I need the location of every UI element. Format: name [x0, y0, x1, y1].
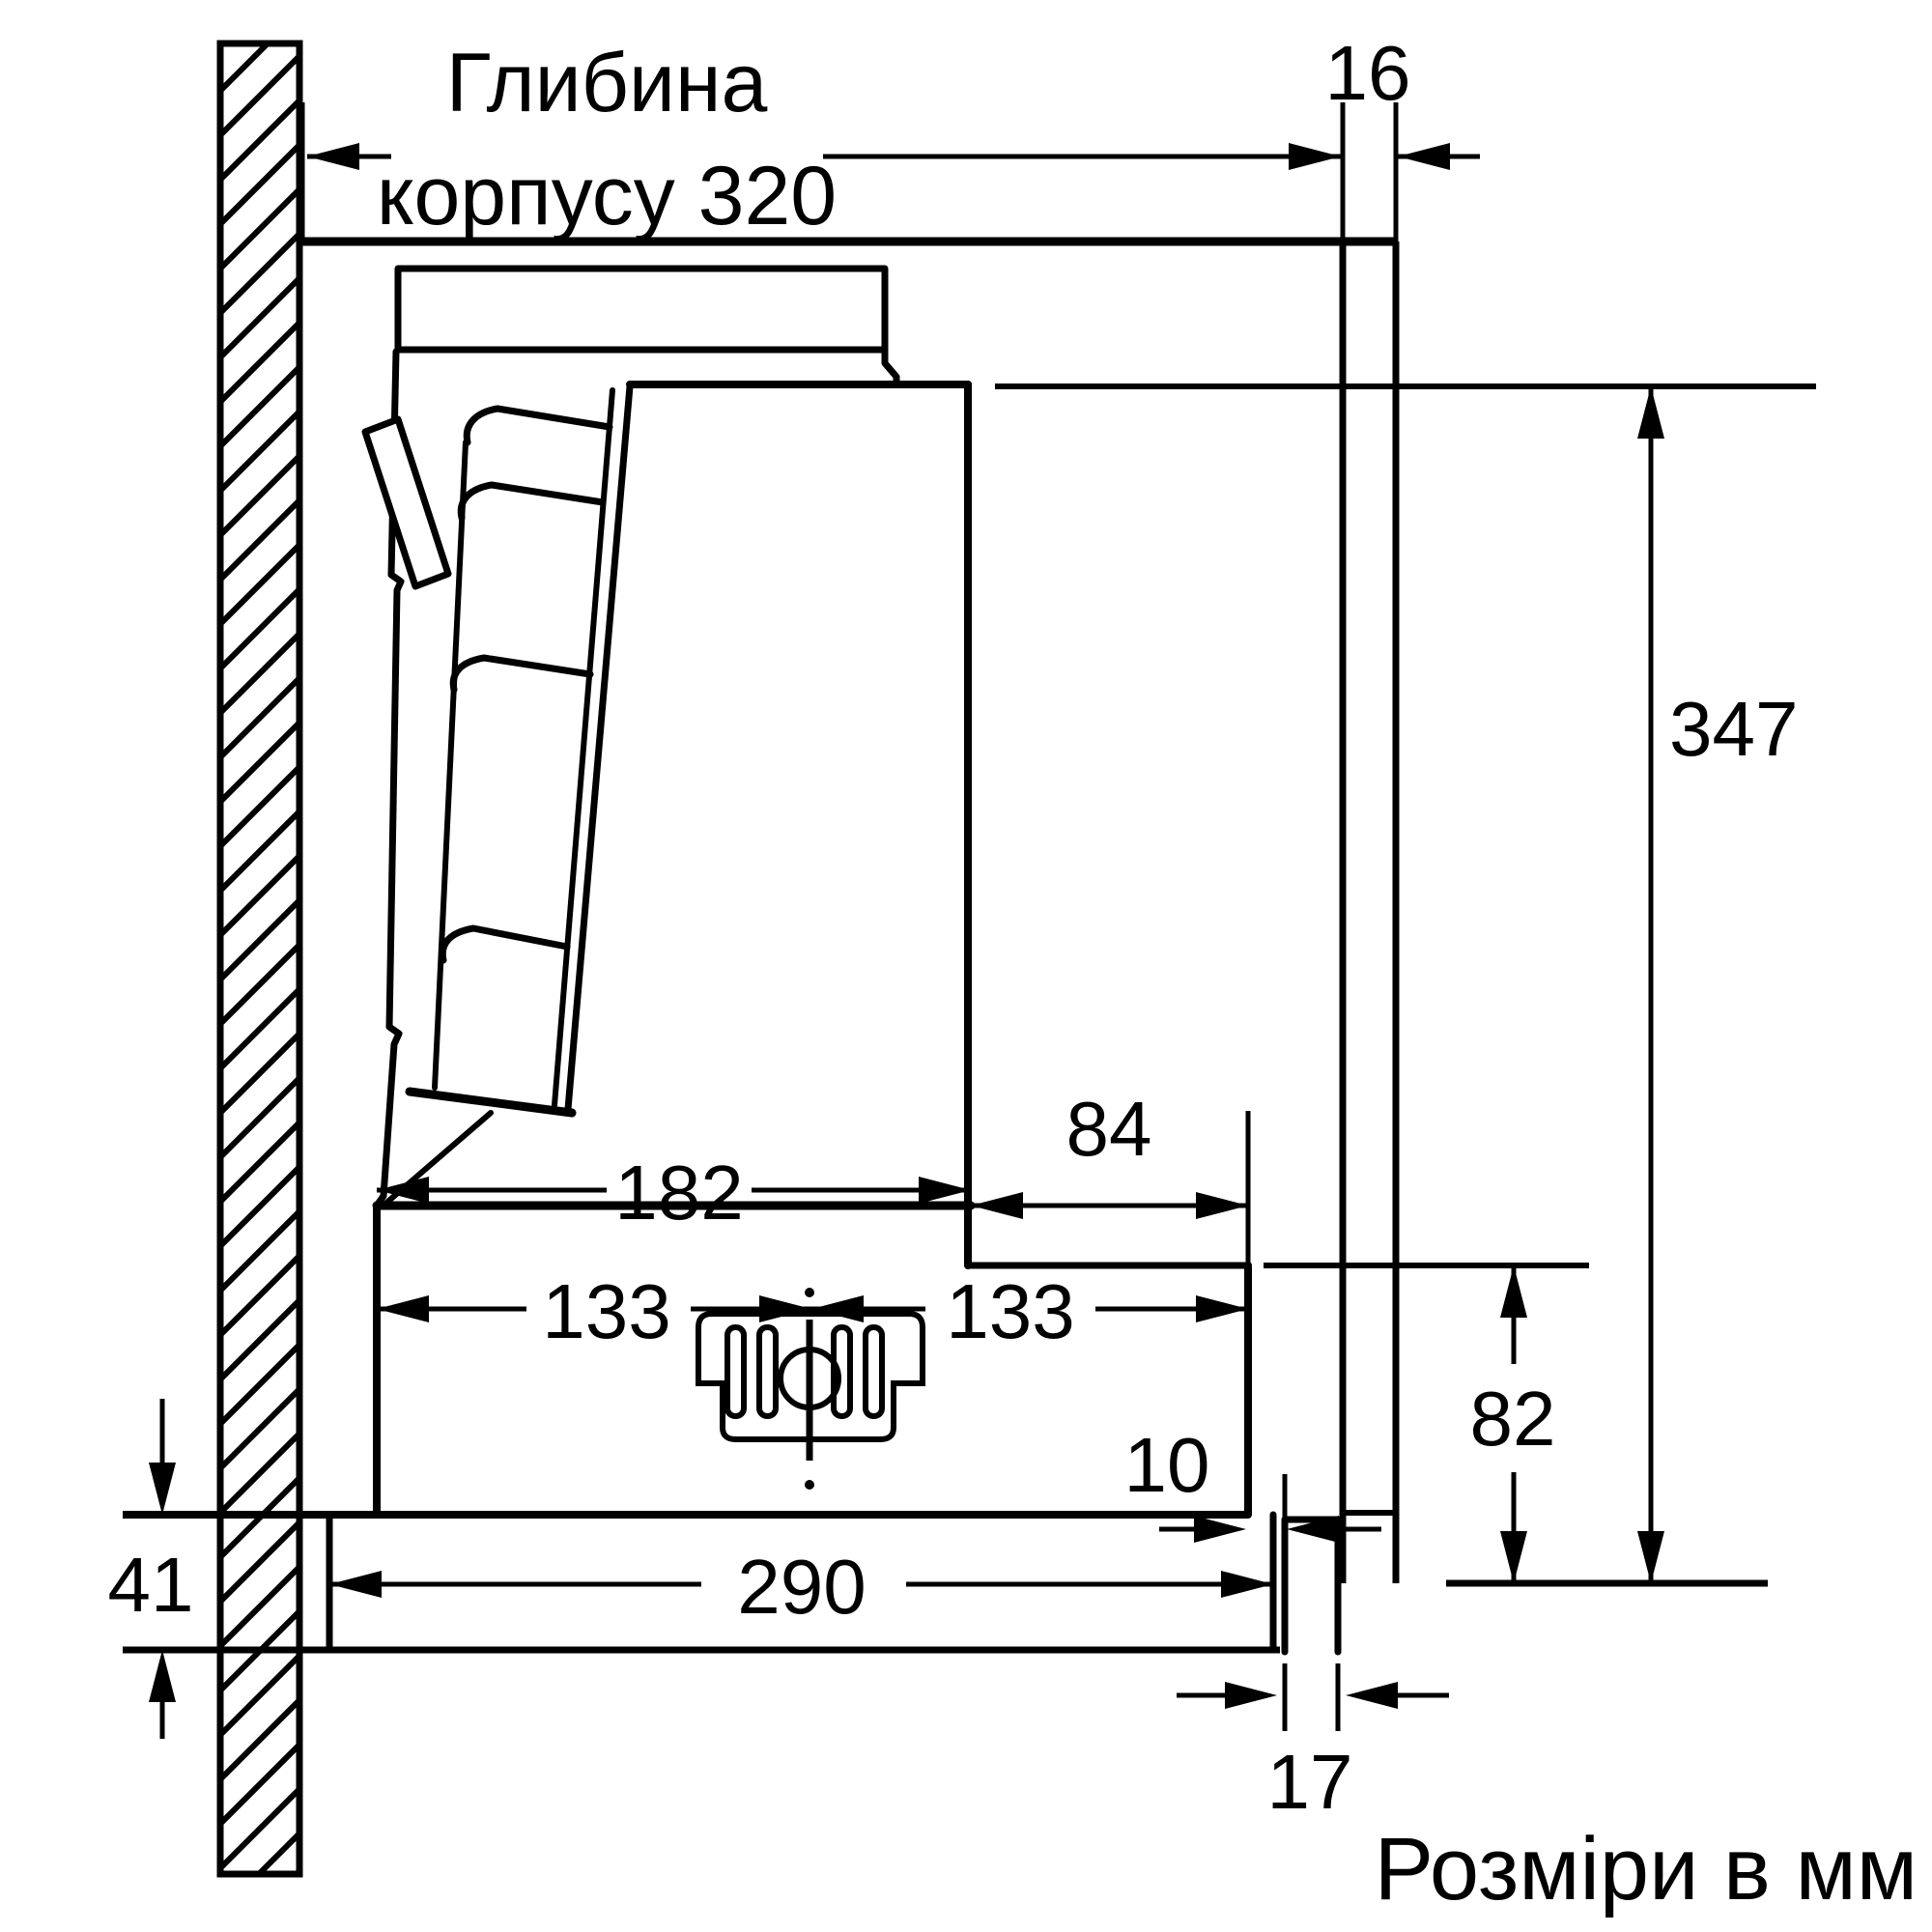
dim-133-left-label: 133 [542, 1268, 670, 1354]
arrow-182-right [919, 1177, 971, 1204]
filter-stack-bottom-edge [405, 1087, 577, 1118]
ext-lines-16 [1340, 102, 1399, 242]
dim-182-label: 182 [614, 1150, 743, 1236]
visor-outer-edge [564, 383, 634, 1113]
centerline-dot-top [805, 1288, 814, 1297]
arrow-41-bottom [149, 1650, 176, 1702]
dim-10-label: 10 [1124, 1422, 1210, 1508]
dim-84-label: 84 [1066, 1086, 1152, 1172]
arrow-290-right [1221, 1571, 1273, 1598]
dim-16-label: 16 [1325, 30, 1411, 116]
dim-347-label: 347 [1669, 686, 1798, 772]
arrow-290-left [329, 1571, 382, 1598]
arrow-17-right [1346, 1682, 1398, 1709]
arrow-347-bottom [1637, 1531, 1664, 1583]
dim-41-label: 41 [108, 1542, 194, 1628]
duct-rib-2 [756, 1324, 779, 1419]
arrow-182-left [377, 1177, 429, 1204]
duct-rib-3 [831, 1324, 853, 1419]
units-note: Розміри в мм [1375, 1820, 1918, 1918]
wall-section [216, 40, 303, 1878]
centerline-dot-bottom [805, 1480, 814, 1490]
dim-133-right-label: 133 [946, 1268, 1074, 1354]
dim-82-label: 82 [1470, 1376, 1556, 1462]
filter-panel-2 [457, 481, 607, 522]
arrow-133r-right [1196, 1295, 1248, 1322]
dim-step-84: 84 [971, 1086, 1251, 1264]
dim-height-347: 347 [1637, 386, 1798, 1583]
canopy-rear-edge [373, 348, 405, 1209]
dim-panel-16: 16 [1325, 30, 1480, 242]
filter-panel-3 [449, 654, 594, 694]
arrow-82-top [1500, 1265, 1527, 1318]
dim-290-label: 290 [737, 1544, 866, 1630]
arrow-16-right [1398, 143, 1450, 170]
wall-hatched-strip [216, 40, 303, 1878]
dim-door-17: 17 [1177, 1663, 1449, 1825]
arrow-347-top [1637, 386, 1664, 439]
dim-body-182: 182 [377, 1150, 971, 1236]
housing-notch [881, 346, 900, 388]
ext-lines-17 [1282, 1663, 1341, 1731]
duct-rib-1 [724, 1324, 747, 1419]
arrow-17-left [1225, 1682, 1277, 1709]
dim-gap-10: 10 [1124, 1422, 1381, 1543]
dim-center-133-left: 133 [377, 1268, 811, 1354]
dim-17-label: 17 [1267, 1739, 1353, 1825]
mounting-bracket [361, 415, 452, 590]
hood-outline [326, 265, 1342, 1656]
visor-inner-edge [552, 387, 615, 1108]
duct-connector [696, 1288, 925, 1490]
filter-panel-4 [439, 924, 571, 964]
arrow-41-top [149, 1463, 176, 1515]
arrow-10-right [1287, 1516, 1339, 1543]
duct-rib-4 [863, 1324, 885, 1419]
arrow-133l-right [759, 1295, 811, 1322]
door-panel [1281, 1516, 1342, 1656]
title-line2: корпусу 320 [377, 150, 837, 242]
dim-lower-290: 290 [329, 1544, 1273, 1630]
arrow-133r-left [811, 1295, 864, 1322]
filter-stack-left-edge [432, 440, 469, 1091]
arrow-84-left [971, 1192, 1023, 1219]
dim-drop-41: 41 [108, 1399, 194, 1739]
filter-panel-1 [463, 405, 613, 446]
dim-cabinet-depth: Глибина корпусу 320 [299, 37, 1341, 242]
arrow-320-right [1289, 143, 1341, 170]
upper-housing-box [394, 265, 889, 354]
dim-center-133-right: 133 [811, 1268, 1248, 1354]
arrow-82-bottom [1500, 1531, 1527, 1583]
arrow-320-left [307, 143, 359, 170]
title-line1: Глибина [446, 37, 768, 129]
arrow-133l-left [377, 1295, 429, 1322]
cabinet-structure [123, 237, 1816, 1654]
arrow-84-right [1196, 1192, 1248, 1219]
duct-connector-outline [696, 1311, 925, 1442]
dimensions: Глибина корпусу 320 16 347 82 [108, 30, 1918, 1918]
arrow-10-left [1194, 1516, 1246, 1543]
dim-lower-82: 82 [1470, 1265, 1556, 1583]
